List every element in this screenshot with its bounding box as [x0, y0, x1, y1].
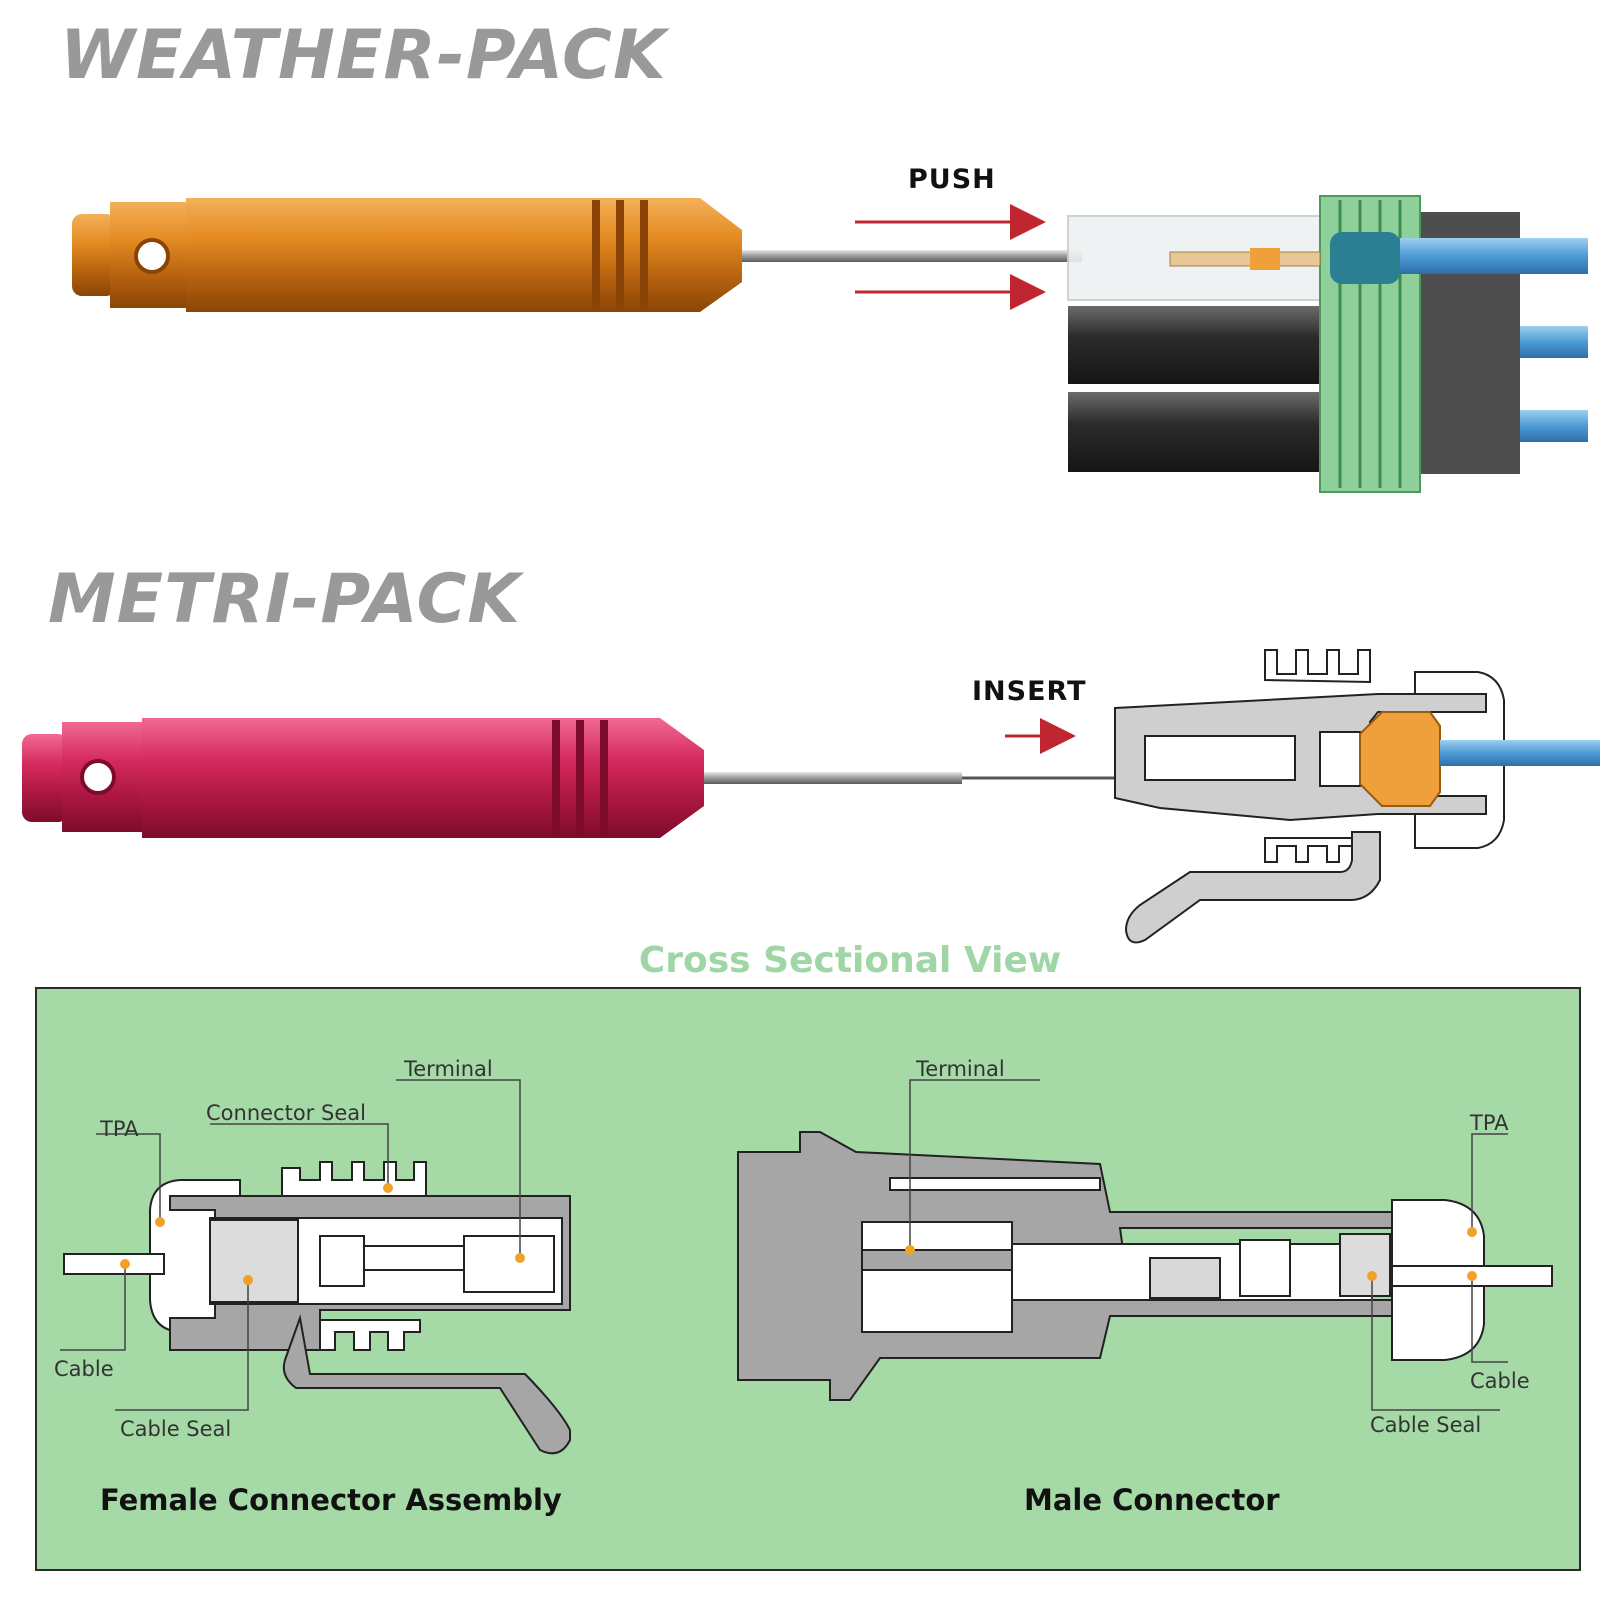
male-label-tpa: TPA [1469, 1111, 1509, 1135]
female-leader-lines [60, 1079, 521, 1411]
weather-pack-heading: WEATHER-PACK [60, 16, 667, 95]
female-label-cable: Cable [54, 1357, 114, 1381]
weather-pack-connector [1067, 195, 1588, 493]
metri-pack-heading: METRI-PACK [48, 560, 522, 639]
metri-pack-connector [1114, 649, 1600, 944]
male-leader-dots [905, 1227, 1477, 1281]
male-label-cable-seal: Cable Seal [1370, 1413, 1481, 1437]
female-label-terminal: Terminal [403, 1057, 493, 1081]
female-leader-dots [120, 1183, 525, 1285]
female-label-cable-seal: Cable Seal [120, 1417, 231, 1441]
male-connector-diagram [737, 1131, 1553, 1401]
female-label-tpa: TPA [99, 1117, 139, 1141]
male-caption: Male Connector [1024, 1483, 1280, 1517]
male-leader-lines [909, 1079, 1508, 1411]
cross-sectional-view-title: Cross Sectional View [638, 940, 1062, 981]
female-connector-diagram [63, 1161, 571, 1455]
metri-pack-tool [22, 718, 1140, 838]
male-label-cable: Cable [1470, 1369, 1530, 1393]
insert-label: INSERT [972, 676, 1087, 707]
hang-hole-icon [134, 238, 170, 274]
weather-pack-tool [72, 198, 1082, 312]
hang-hole-icon [80, 759, 116, 795]
push-label: PUSH [908, 164, 996, 195]
male-label-terminal: Terminal [915, 1057, 1005, 1081]
female-caption: Female Connector Assembly [100, 1483, 562, 1517]
female-label-connector-seal: Connector Seal [206, 1101, 366, 1125]
